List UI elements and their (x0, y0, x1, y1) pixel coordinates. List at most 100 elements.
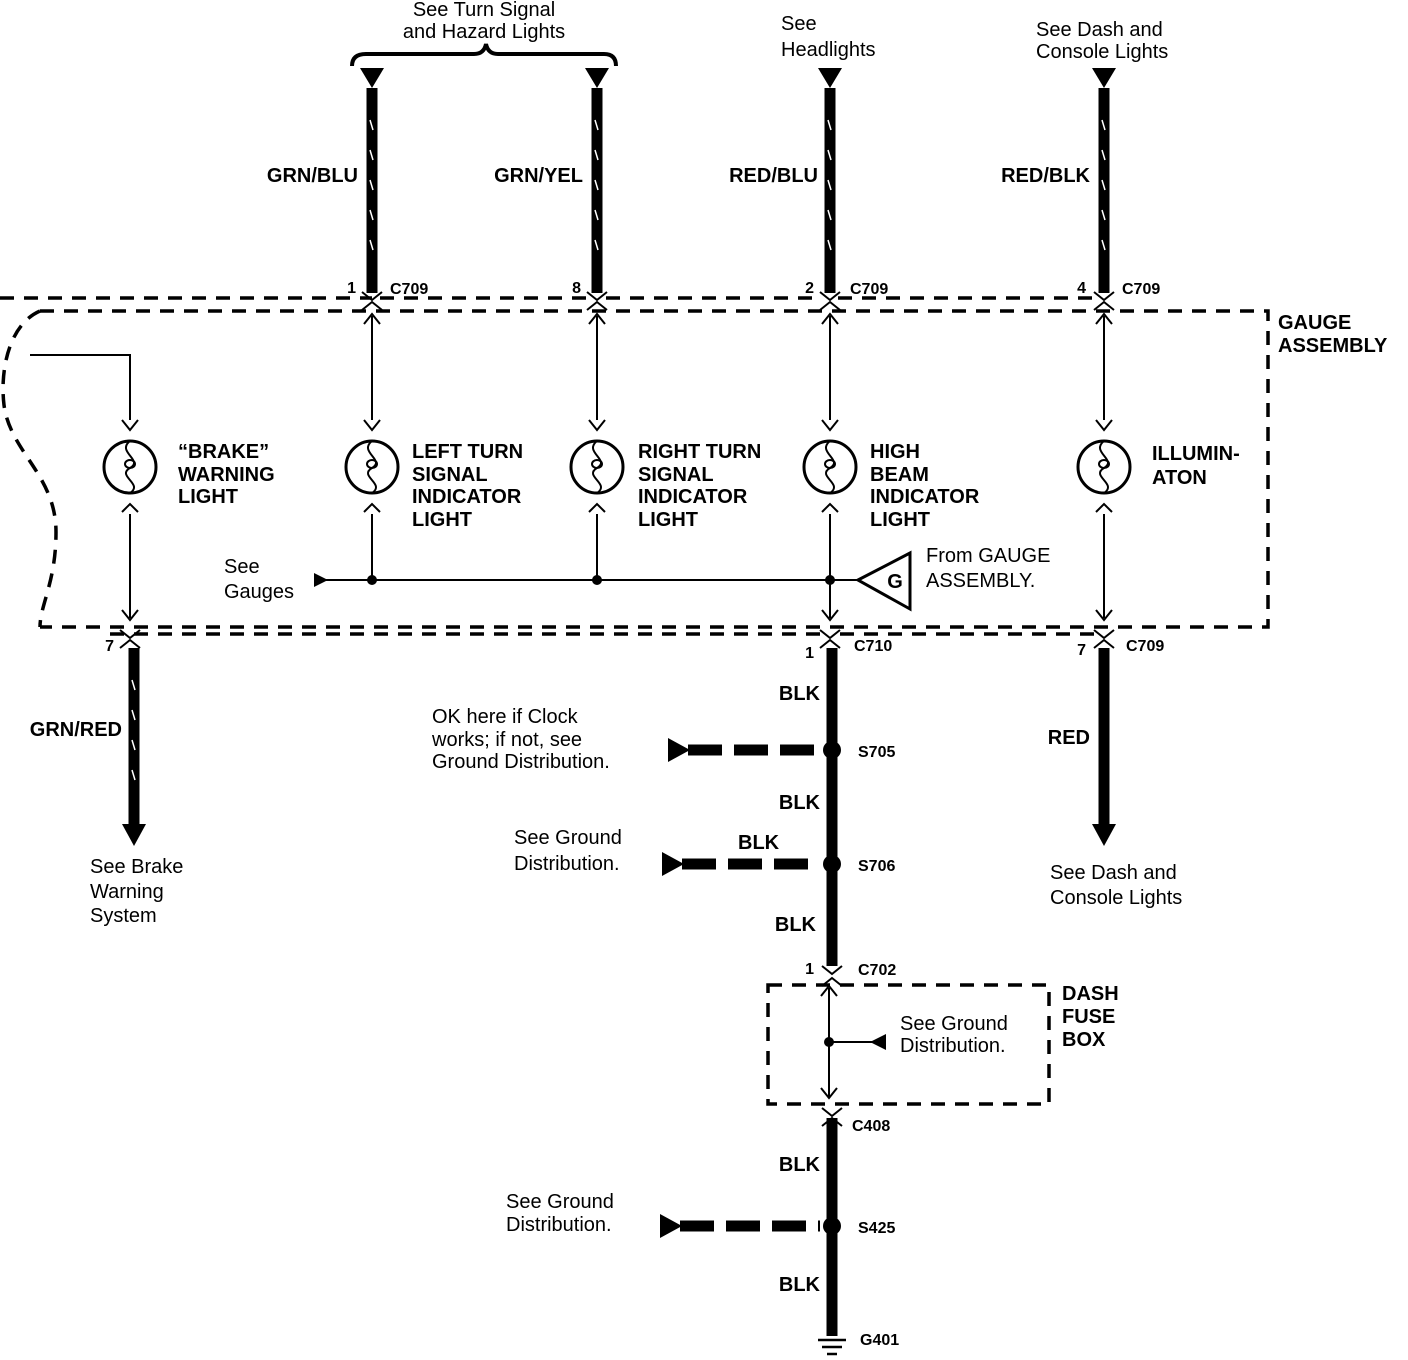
svg-text:See Brake: See Brake (90, 856, 183, 878)
svg-text:7: 7 (105, 638, 114, 655)
illumination-light: ILLUMIN- ATON (1076, 419, 1240, 513)
right-turn-indicator-light: RIGHT TURN SIGNAL INDICATOR LIGHT (569, 419, 761, 531)
splice-s425: S425 (660, 1214, 895, 1238)
svg-text:OK here if Clock: OK here if Clock (432, 706, 579, 728)
svg-text:C709: C709 (390, 281, 428, 298)
svg-text:BLK: BLK (738, 832, 780, 854)
svg-text:RED/BLU: RED/BLU (729, 165, 818, 187)
svg-text:ILLUMIN-: ILLUMIN- (1152, 443, 1240, 465)
svg-text:LIGHT: LIGHT (178, 486, 238, 508)
arrow-left-icon (662, 852, 684, 876)
svg-text:LIGHT: LIGHT (870, 509, 930, 531)
svg-text:From GAUGE: From GAUGE (926, 545, 1050, 567)
svg-text:Headlights: Headlights (781, 39, 876, 61)
svg-text:BLK: BLK (779, 1274, 821, 1296)
svg-text:FUSE: FUSE (1062, 1006, 1115, 1028)
arrow-down-icon (1092, 824, 1116, 846)
svg-text:System: System (90, 905, 157, 927)
svg-text:1: 1 (347, 280, 356, 297)
ref-ground-fusebox: See Ground Distribution. (900, 1013, 1008, 1057)
svg-text:See: See (224, 556, 260, 578)
svg-text:works; if not, see: works; if not, see (431, 729, 582, 751)
wire-red-blk: RED/BLK (1001, 68, 1116, 293)
svg-text:HIGH: HIGH (870, 441, 920, 463)
dash-fuse-box: DASH FUSE BOX (766, 983, 1119, 1106)
wire-grn-blu: GRN/BLU (267, 68, 384, 293)
from-gauge-label: From GAUGE ASSEMBLY. (926, 545, 1050, 592)
brake-warning-light: “BRAKE” WARNING LIGHT (102, 419, 275, 513)
svg-text:ATON: ATON (1152, 467, 1207, 489)
arrow-down-icon (1092, 68, 1116, 88)
svg-text:Warning: Warning (90, 881, 164, 903)
ground-g401: G401 (818, 1332, 899, 1356)
svg-text:Distribution.: Distribution. (514, 853, 620, 875)
svg-text:GRN/BLU: GRN/BLU (267, 165, 358, 187)
svg-text:DASH: DASH (1062, 983, 1119, 1005)
svg-text:1: 1 (805, 961, 814, 978)
splice-s706: S706 BLK (662, 832, 895, 876)
svg-text:“BRAKE”: “BRAKE” (178, 441, 269, 463)
svg-text:INDICATOR: INDICATOR (638, 486, 748, 508)
svg-text:C709: C709 (850, 281, 888, 298)
svg-text:Console Lights: Console Lights (1036, 41, 1168, 63)
svg-text:See Dash and: See Dash and (1050, 862, 1177, 884)
see-gauges-label: See Gauges (224, 556, 294, 603)
svg-text:SIGNAL: SIGNAL (412, 464, 488, 486)
svg-text:GAUGE: GAUGE (1278, 312, 1351, 334)
bracket-icon (350, 43, 618, 67)
svg-text:LIGHT: LIGHT (638, 509, 698, 531)
svg-text:WARNING: WARNING (178, 464, 275, 486)
svg-text:C702: C702 (858, 962, 896, 979)
ref-dash-console-bottom: See Dash and Console Lights (1050, 862, 1182, 909)
svg-text:See Ground: See Ground (900, 1013, 1008, 1035)
svg-text:BEAM: BEAM (870, 464, 929, 486)
svg-text:BOX: BOX (1062, 1029, 1106, 1051)
svg-text:See: See (781, 13, 817, 35)
ref-ground-s425: See Ground Distribution. (506, 1191, 614, 1236)
svg-text:Ground Distribution.: Ground Distribution. (432, 751, 610, 773)
wire-red: RED (1048, 648, 1116, 846)
svg-text:Distribution.: Distribution. (900, 1035, 1006, 1057)
svg-text:S705: S705 (858, 744, 895, 761)
svg-text:7: 7 (1077, 642, 1086, 659)
ref-brake-system: See Brake Warning System (90, 856, 183, 927)
high-beam-indicator-light: HIGH BEAM INDICATOR LIGHT (802, 419, 980, 531)
svg-text:SIGNAL: SIGNAL (638, 464, 714, 486)
svg-text:C408: C408 (852, 1118, 890, 1135)
svg-text:See Ground: See Ground (514, 827, 622, 849)
arrow-down-icon (585, 68, 609, 88)
svg-text:ASSEMBLY: ASSEMBLY (1278, 335, 1388, 357)
svg-text:See Turn Signal: See Turn Signal (413, 0, 555, 21)
ref-headlights: See Headlights (781, 13, 876, 61)
svg-text:See Dash and: See Dash and (1036, 19, 1163, 41)
svg-text:S425: S425 (858, 1220, 895, 1237)
gauge-assembly-box: GAUGE ASSEMBLY (0, 296, 1388, 636)
ref-clock: OK here if Clock works; if not, see Grou… (431, 706, 610, 773)
ref-ground-s706: See Ground Distribution. (514, 827, 622, 875)
svg-text:Distribution.: Distribution. (506, 1214, 612, 1236)
svg-text:See Ground: See Ground (506, 1191, 614, 1213)
arrow-left-icon (660, 1214, 682, 1238)
splice-s705: S705 (668, 738, 895, 762)
arrow-down-icon (360, 68, 384, 88)
svg-text:and Hazard Lights: and Hazard Lights (403, 21, 565, 43)
svg-text:GRN/YEL: GRN/YEL (494, 165, 583, 187)
arrow-down-icon (122, 824, 146, 846)
arrow-left-icon (870, 1034, 886, 1050)
svg-text:C709: C709 (1122, 281, 1160, 298)
svg-text:RED: RED (1048, 727, 1090, 749)
svg-text:C710: C710 (854, 638, 892, 655)
ref-dash-console-top: See Dash and Console Lights (1036, 19, 1168, 63)
wire-grn-red: GRN/RED (30, 648, 146, 846)
svg-text:1: 1 (805, 645, 814, 662)
svg-text:G401: G401 (860, 1332, 899, 1349)
arrow-left-icon (314, 573, 328, 587)
svg-text:8: 8 (572, 280, 581, 297)
svg-text:RED/BLK: RED/BLK (1001, 165, 1090, 187)
wire-grn-yel: GRN/YEL (494, 68, 609, 293)
svg-text:G: G (887, 571, 903, 593)
arrow-left-icon (668, 738, 690, 762)
left-turn-indicator-light: LEFT TURN SIGNAL INDICATOR LIGHT (344, 419, 523, 531)
svg-text:2: 2 (805, 280, 814, 297)
